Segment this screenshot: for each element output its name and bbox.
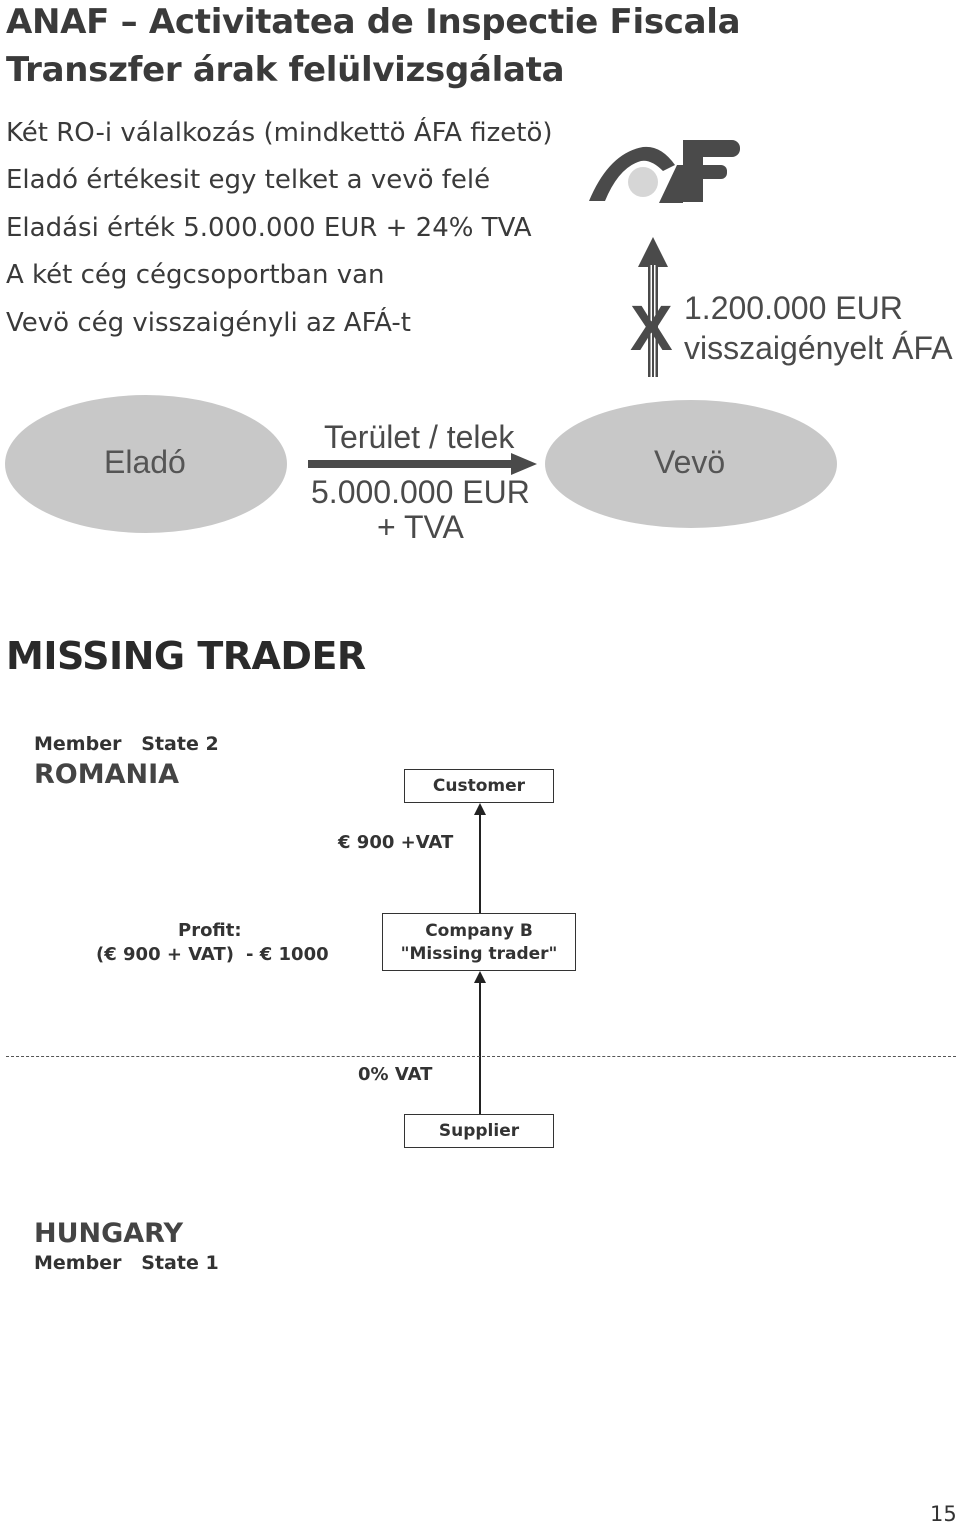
anaf-logo-icon [589,140,740,203]
missing-trader-heading: MISSING TRADER [6,634,366,678]
bullet-line-1: Két RO-i válalkozás (mindkettö ÁFA fizet… [6,118,553,148]
arrow-up-icon [474,971,486,983]
page-subtitle: Transzfer árak felülvizsgálata [6,50,565,90]
supplier-box: Supplier [404,1114,554,1148]
profit-formula-right: - € 1000 [246,944,329,965]
company-b-name: Company B [425,921,533,941]
page-number: 15 [930,1502,957,1526]
member-state-2-label: Member State 2 [34,733,219,755]
company-b-box: Company B "Missing trader" [382,913,576,971]
refund-amount: 1.200.000 EUR [684,290,903,326]
flow-line-company-to-customer [479,815,481,914]
zero-vat-label: 0% VAT [358,1064,433,1085]
refund-arrow-icon [638,237,668,377]
transaction-arrow-icon [308,453,537,475]
bullet-line-4: A két cég cégcsoportban van [6,260,385,290]
bullet-line-5: Vevö cég visszaigényli az AFÁ-t [6,308,411,338]
company-b-role: "Missing trader" [400,944,558,964]
seller-label: Eladó [104,444,186,480]
rejected-x-mark: X [630,292,673,364]
profit-label: Profit: [178,920,242,941]
member-state-1-label: Member State 1 [34,1252,219,1274]
country-romania: ROMANIA [34,759,180,790]
buyer-label: Vevö [654,444,726,480]
flow-line-supplier-to-company [479,983,481,1114]
seller-ellipse [5,395,287,533]
sale-price-label: € 900 +VAT [338,832,454,853]
customer-box: Customer [404,769,554,803]
profit-formula-left: (€ 900 + VAT) [96,944,234,965]
transaction-item: Terület / telek [324,419,515,455]
country-hungary: HUNGARY [34,1218,184,1249]
page-title: ANAF – Activitatea de Inspectie Fiscala [6,2,741,42]
border-dashed-line [6,1056,956,1057]
bullet-line-3: Eladási érték 5.000.000 EUR + 24% TVA [6,213,532,243]
arrow-up-icon [474,803,486,815]
refund-label: visszaigényelt ÁFA [684,330,953,366]
buyer-ellipse [545,400,837,528]
transaction-price: 5.000.000 EUR [311,474,530,510]
transaction-tax: + TVA [377,509,464,545]
bullet-line-2: Eladó értékesit egy telket a vevö felé [6,165,491,195]
